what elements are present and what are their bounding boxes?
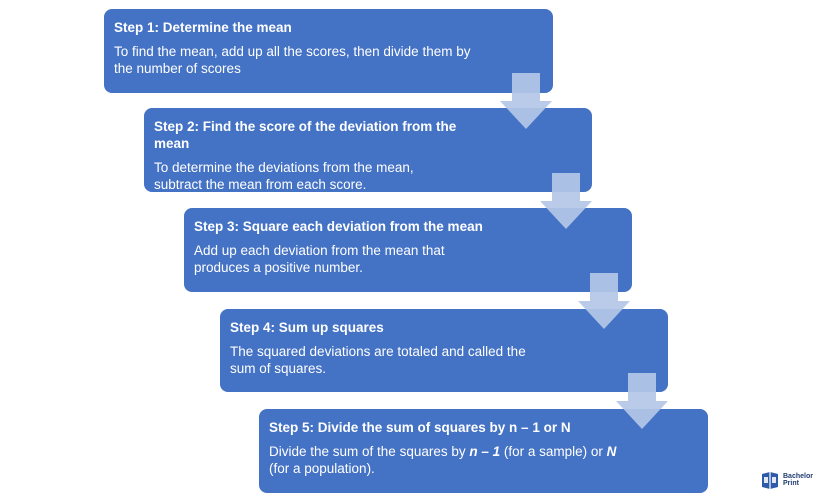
step-5-title: Step 5: Divide the sum of squares by n –… — [269, 420, 571, 435]
down-arrow-icon — [616, 373, 668, 429]
step-5-body-part-1: Divide the sum of the squares by — [269, 444, 470, 459]
step-3-box: Step 3: Square each deviation from the m… — [184, 208, 632, 292]
down-arrow-icon — [500, 73, 552, 129]
step-5-body: Divide the sum of the squares by n – 1 (… — [269, 443, 639, 477]
step-1-title: Step 1: Determine the mean — [114, 20, 292, 35]
logo-text-line-2: Print — [783, 480, 799, 487]
step-5-body-big-n: N — [606, 444, 617, 459]
step-1-box: Step 1: Determine the mean To find the m… — [104, 9, 553, 93]
step-4-box: Step 4: Sum up squares The squared devia… — [220, 309, 668, 392]
book-logo-icon — [762, 472, 778, 489]
step-3-body: Add up each deviation from the mean that… — [194, 243, 445, 275]
step-2-title: Step 2: Find the score of the deviation … — [154, 119, 457, 151]
down-arrow-icon — [578, 273, 630, 329]
step-4-title: Step 4: Sum up squares — [230, 320, 384, 335]
step-2-body: To determine the deviations from the mea… — [154, 160, 414, 192]
step-1-body: To find the mean, add up all the scores,… — [114, 44, 471, 76]
logo-text-line-1: Bachelor — [783, 473, 813, 480]
bachelorprint-logo: Bachelor Print — [760, 470, 813, 490]
step-4-body: The squared deviations are totaled and c… — [230, 344, 526, 376]
step-5-box: Step 5: Divide the sum of squares by n –… — [259, 409, 708, 493]
step-5-body-part-3: (for a population). — [269, 461, 375, 476]
step-5-body-n-minus-1: n – 1 — [469, 444, 501, 459]
step-3-title: Step 3: Square each deviation from the m… — [194, 219, 483, 234]
down-arrow-icon — [540, 173, 592, 229]
step-5-body-part-2: (for a sample) or — [500, 444, 607, 459]
logo-text: Bachelor Print — [783, 473, 813, 487]
step-2-box: Step 2: Find the score of the deviation … — [144, 108, 592, 192]
